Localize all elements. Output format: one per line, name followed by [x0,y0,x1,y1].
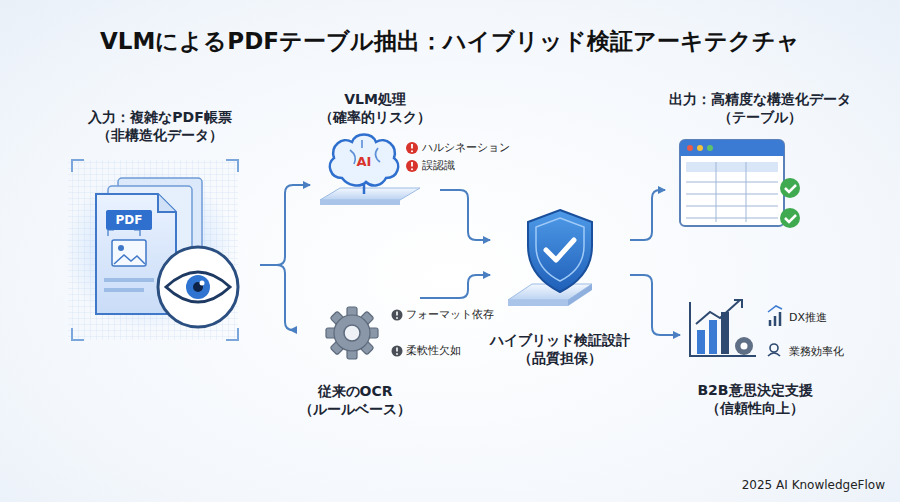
alert-marks [392,142,419,357]
copyright: 2025 AI KnowledgeFlow [742,478,885,492]
shield-icon [508,210,592,306]
ai-mark: AI [357,154,372,170]
output-node: 出力：高精度な構造化データ （テーブル） [665,90,855,235]
flow-connector [440,190,490,240]
flow-connector [630,275,680,335]
pdf-tag: PDF [116,212,143,228]
flow-connector [630,190,665,240]
ocr-node: 従来のOCR （ルールベース） [290,290,420,418]
node-heading: 出力：高精度な構造化データ （テーブル） [665,90,855,126]
node-heading: VLM処理 （確率的リスク） [310,90,440,126]
node-heading: B2B意思決定支援 （信頼性向上） [680,381,830,417]
benefit-note: 業務効率化 [789,345,844,359]
diagram-title: VLMによるPDFテーブル抽出：ハイブリッド検証アーキテクチャ [0,26,900,57]
vlm-node: VLM処理 （確率的リスク） [310,90,440,225]
node-heading: ハイブリッド検証設計 （品質担保） [490,331,630,367]
node-heading: 入力：複雑なPDF帳票 （非構造化データ） [60,108,260,144]
node-heading: 従来のOCR （ルールベース） [290,382,420,418]
pdf-icon [65,160,238,340]
flow-connector [260,265,293,330]
flow-connector [420,275,490,298]
hybrid-node: ハイブリッド検証設計 （品質担保） [490,215,630,367]
limit-note: 柔軟性欠如 [406,344,461,358]
benefit-note: DX推進 [789,311,827,325]
risk-note: 誤認識 [422,159,455,173]
brain-icon [320,135,420,206]
table-icon [680,140,800,228]
chart-icon [690,300,782,356]
flow-connector [260,185,310,265]
risk-note: ハルシネーション [422,141,510,155]
gear-icon [326,307,378,359]
limit-note: フォーマット依存 [406,308,494,322]
input-node: 入力：複雑なPDF帳票 （非構造化データ） [60,108,260,338]
